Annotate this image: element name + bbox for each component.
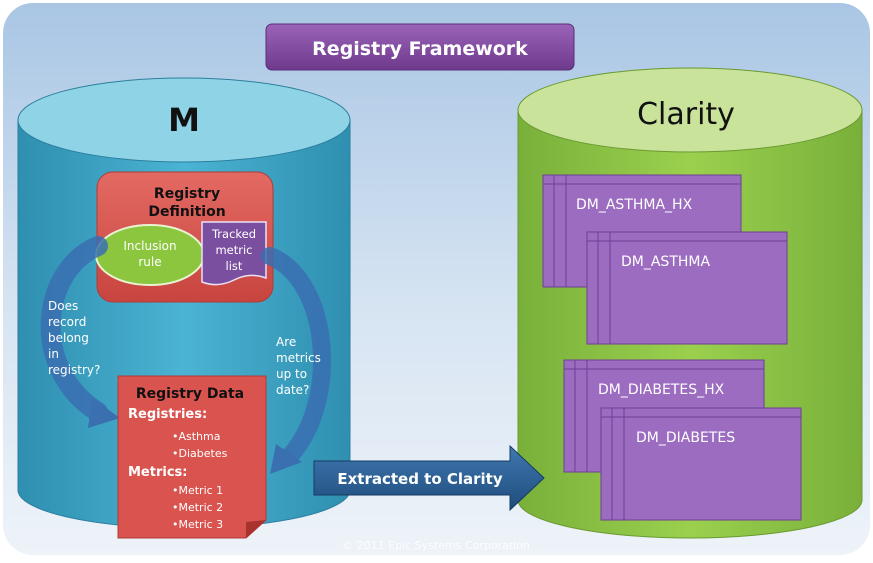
m-db-label: M (168, 101, 200, 139)
question-right-line: metrics (276, 351, 321, 365)
question-right-line: date? (276, 383, 309, 397)
table-name: DM_ASTHMA (621, 254, 710, 270)
tracked-metric-list-shape (201, 221, 267, 286)
right-curved-arrow (261, 247, 331, 465)
question-left: Does record belong in registry? (48, 299, 100, 377)
registry-item: •Diabetes (172, 447, 228, 460)
metric-item: •Metric 3 (172, 518, 223, 531)
question-left-line: belong (48, 331, 89, 345)
tracked-list-line1: Tracked (211, 227, 256, 241)
tracked-list-line2: metric (215, 243, 252, 257)
right-curved-arrow-head (270, 444, 302, 474)
metrics-label: Metrics: (128, 465, 187, 480)
table-dm-asthma (586, 231, 788, 345)
title-banner (265, 23, 575, 71)
registry-definition-line1: Registry (154, 186, 220, 202)
registries-label: Registries: (128, 407, 207, 422)
metric-item: •Metric 1 (172, 484, 223, 497)
question-left-line: registry? (48, 363, 100, 377)
clarity-db-label: Clarity (637, 97, 735, 132)
table-name: DM_ASTHMA_HX (576, 197, 693, 213)
left-curved-arrow (40, 236, 108, 422)
registry-data-title: Registry Data (136, 386, 244, 402)
question-left-line: Does (48, 299, 78, 313)
question-left-line: record (48, 315, 86, 329)
table-name: DM_DIABETES_HX (598, 382, 725, 398)
extract-arrow (313, 444, 545, 512)
inclusion-rule-line1: Inclusion (123, 239, 176, 253)
left-curved-arrow-head (88, 398, 120, 428)
question-right: Are metrics up to date? (276, 335, 321, 397)
question-right-line: up to (276, 367, 307, 381)
table-name: DM_DIABETES (636, 430, 735, 446)
table-dm-diabetes (600, 407, 802, 521)
question-left-line: in (48, 347, 59, 361)
registry-data-corner (246, 520, 266, 538)
copyright-text: © 2011 Epic Systems Corporation (342, 539, 530, 552)
registry-item: •Asthma (172, 430, 221, 443)
tracked-list-line3: list (226, 259, 243, 273)
question-right-line: Are (276, 335, 296, 349)
title-text: Registry Framework (312, 38, 528, 60)
extract-arrow-label: Extracted to Clarity (337, 470, 502, 488)
metric-item: •Metric 2 (172, 501, 223, 514)
inclusion-rule-line2: rule (138, 255, 161, 269)
registry-definition-line2: Definition (148, 204, 225, 220)
